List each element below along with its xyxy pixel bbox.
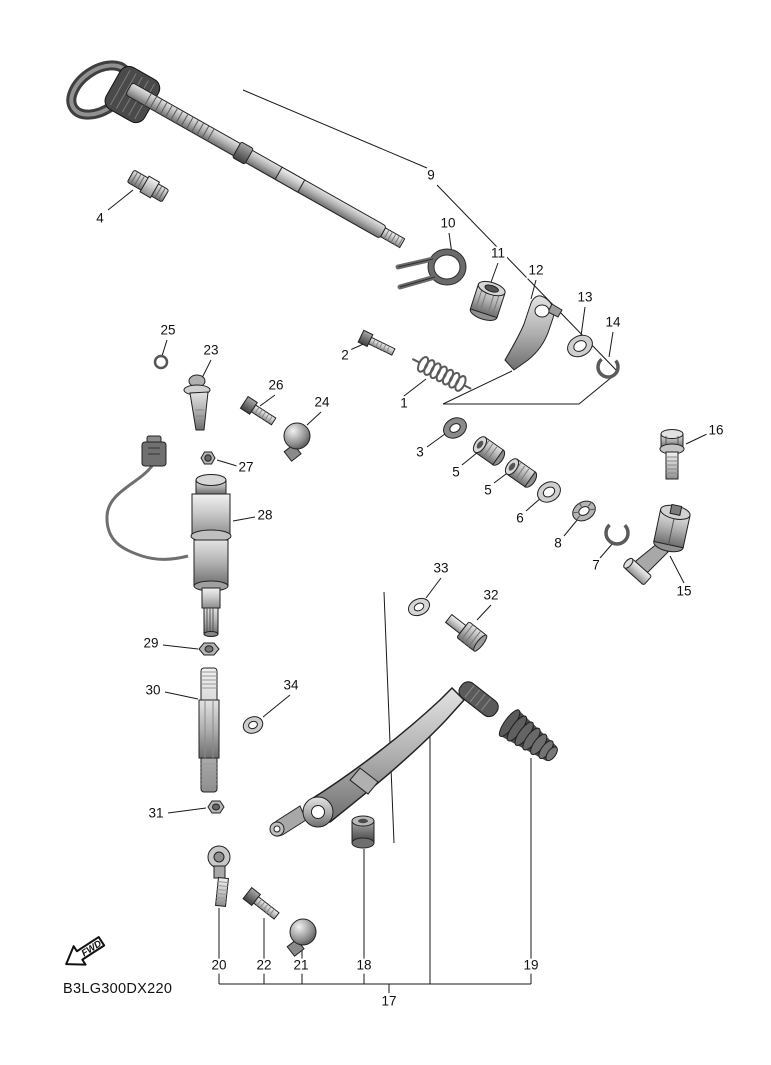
part-27-graphic: [200, 451, 216, 465]
part-25-graphic: [153, 354, 169, 370]
callout-1: 1: [398, 395, 410, 412]
callout-12: 12: [526, 262, 546, 279]
part-24-graphic: [283, 422, 311, 462]
part-7-graphic: [604, 520, 630, 546]
callout-21: 21: [291, 957, 311, 974]
callout-17: 17: [379, 993, 399, 1010]
callout-9: 9: [425, 167, 437, 184]
callout-19: 19: [521, 957, 541, 974]
part-19-graphic: [498, 709, 558, 762]
callout-26: 26: [266, 377, 286, 394]
callout-23: 23: [201, 342, 221, 359]
callout-3: 3: [414, 444, 426, 461]
part-34-graphic: [242, 716, 264, 734]
callout-11: 11: [488, 245, 508, 262]
callout-20: 20: [209, 957, 229, 974]
part-5b-graphic: [504, 458, 538, 488]
part-pedal-and-shaft-graphic: [66, 60, 406, 249]
part-6-graphic: [537, 481, 561, 503]
callout-6: 6: [514, 510, 526, 527]
part-26-graphic: [239, 395, 277, 426]
callout-27: 27: [236, 459, 256, 476]
part-16-graphic: [659, 429, 685, 480]
callout-8: 8: [552, 535, 564, 552]
part-15-graphic: [623, 503, 691, 585]
callout-10: 10: [438, 215, 458, 232]
callout-28: 28: [255, 507, 275, 524]
callout-4: 4: [94, 210, 106, 227]
part-10-graphic: [395, 248, 467, 290]
part-23-graphic: [183, 374, 211, 431]
callout-22: 22: [254, 957, 274, 974]
callout-25: 25: [158, 322, 178, 339]
callout-5a: 5: [450, 464, 462, 481]
callout-34: 34: [281, 677, 301, 694]
callout-31: 31: [146, 805, 166, 822]
part-3-graphic: [443, 417, 467, 439]
part-1-graphic: [411, 356, 472, 392]
callout-16: 16: [706, 422, 726, 439]
part-20-graphic: [207, 845, 231, 907]
part-30-graphic: [198, 667, 220, 793]
callout-13: 13: [575, 289, 595, 306]
part-22-graphic: [242, 886, 280, 920]
part-2-graphic: [357, 329, 396, 356]
part-21-graphic: [286, 918, 317, 957]
callout-14: 14: [603, 314, 623, 331]
callout-30: 30: [143, 682, 163, 699]
callout-5b: 5: [482, 482, 494, 499]
part-11-graphic: [469, 280, 506, 321]
part-12-graphic: [504, 295, 563, 371]
callout-24: 24: [312, 394, 332, 411]
fwd-arrow: FWD: [65, 936, 106, 966]
callout-15: 15: [674, 583, 694, 600]
callout-2: 2: [339, 347, 351, 364]
callout-33: 33: [431, 560, 451, 577]
part-14-graphic: [596, 355, 620, 379]
part-29-graphic: [198, 642, 220, 656]
part-4-graphic: [127, 170, 169, 202]
callout-18: 18: [354, 957, 374, 974]
part-28-graphic: [105, 435, 232, 637]
part-32-graphic: [444, 613, 488, 652]
part-17-graphic: [269, 681, 499, 837]
part-18-graphic: [351, 815, 375, 849]
part-5a-graphic: [472, 436, 506, 466]
diagram-code: B3LG300DX220: [63, 981, 173, 997]
callout-29: 29: [141, 635, 161, 652]
callout-32: 32: [481, 587, 501, 604]
part-8-graphic: [572, 500, 596, 522]
callout-7: 7: [590, 557, 602, 574]
part-33-graphic: [407, 597, 431, 617]
part-13-graphic: [567, 334, 593, 358]
part-31-graphic: [207, 800, 225, 814]
